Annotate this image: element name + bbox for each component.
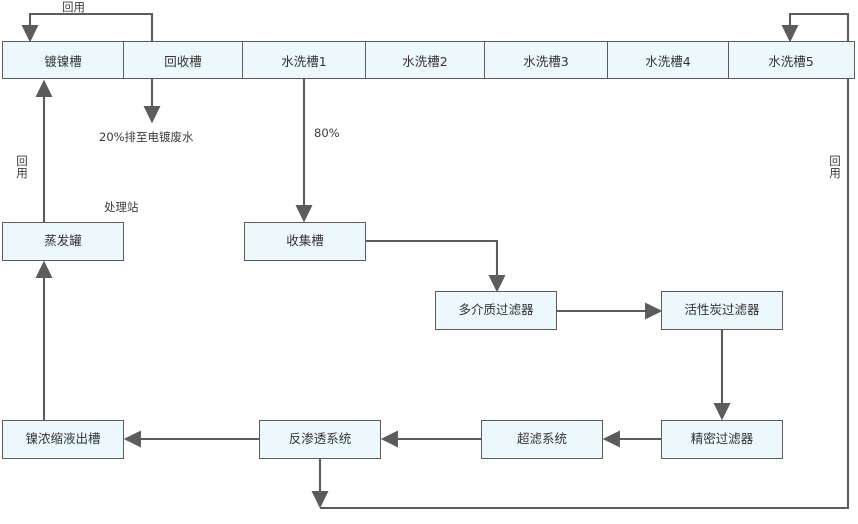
node-ro-system[interactable]: 反渗透系统 [259, 420, 381, 459]
node-evaporator[interactable]: 蒸发罐 [2, 222, 124, 261]
node-label: 镍浓缩液出槽 [25, 431, 101, 447]
process-cell-rinse-3[interactable]: 水洗槽3 [485, 42, 608, 78]
process-cell-recovery-tank[interactable]: 回收槽 [124, 42, 243, 78]
edge-label-reuse-top: 回用 [62, 0, 85, 14]
process-cell-nickel-bath[interactable]: 镀镍槽 [3, 42, 124, 78]
node-uf-system[interactable]: 超滤系统 [481, 420, 603, 459]
process-cell-label: 水洗槽4 [645, 53, 691, 69]
edge-label-discharge-20: 20%排至电镀废水 [99, 130, 194, 144]
node-activated-carbon-filter[interactable]: 活性炭过滤器 [661, 291, 783, 330]
node-nickel-concentrate-tank[interactable]: 镍浓缩液出槽 [2, 420, 124, 459]
node-label: 超滤系统 [516, 431, 567, 447]
node-label: 多介质过滤器 [458, 302, 534, 318]
node-label: 蒸发罐 [44, 233, 82, 249]
process-line-strip: 镀镍槽 回收槽 水洗槽1 水洗槽2 水洗槽3 水洗槽4 水洗槽5 [2, 41, 855, 79]
edge-label-reuse-right: 回用 [829, 154, 841, 181]
process-cell-label: 水洗槽5 [768, 53, 814, 69]
process-cell-rinse-4[interactable]: 水洗槽4 [608, 42, 729, 78]
process-cell-label: 水洗槽2 [402, 53, 448, 69]
node-multimedia-filter[interactable]: 多介质过滤器 [435, 291, 557, 330]
node-precision-filter[interactable]: 精密过滤器 [661, 420, 783, 459]
node-collection-tank[interactable]: 收集槽 [244, 222, 366, 261]
node-label: 收集槽 [286, 233, 324, 249]
edge-recovery-to-nickel-bath [21, 12, 154, 43]
process-cell-rinse-5[interactable]: 水洗槽5 [729, 42, 853, 78]
edge-label-reuse-left: 回用 [16, 154, 28, 181]
process-cell-label: 水洗槽3 [523, 53, 569, 69]
edge-collection-to-multimedia [366, 239, 506, 293]
process-cell-label: 镀镍槽 [44, 53, 82, 69]
process-cell-label: 回收槽 [164, 53, 202, 69]
node-label: 精密过滤器 [690, 431, 754, 447]
process-cell-rinse-2[interactable]: 水洗槽2 [366, 42, 485, 78]
process-cell-label: 水洗槽1 [281, 53, 327, 69]
edge-label-split-80: 80% [314, 126, 340, 140]
process-cell-rinse-1[interactable]: 水洗槽1 [243, 42, 366, 78]
node-label: 反渗透系统 [288, 431, 352, 447]
label-treatment-station: 处理站 [104, 200, 139, 214]
node-label: 活性炭过滤器 [684, 302, 760, 318]
